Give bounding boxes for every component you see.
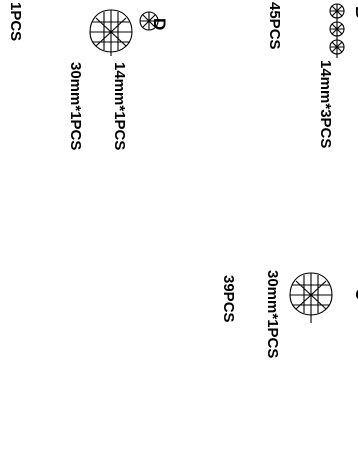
item-b-spec: 14mm*3PCS [317,60,334,149]
small-crystal-icon [139,11,159,31]
large-crystal-drop-icon [289,272,333,323]
small-and-large-crystal-icon [89,9,133,56]
item-b-qty: 45PCS [266,2,283,50]
item-d-spec-small: 14mm*1PCS [111,62,128,151]
item-c-letter: C [352,288,358,300]
item-d-spec-large: 30mm*1PCS [67,62,84,151]
item-c-spec: 30mm*1PCS [264,270,281,359]
item-b-letter: B [352,6,358,18]
three-small-crystals-icon [329,3,345,58]
item-d-qty: 1PCS [7,2,24,42]
item-c-qty: 39PCS [220,275,237,323]
